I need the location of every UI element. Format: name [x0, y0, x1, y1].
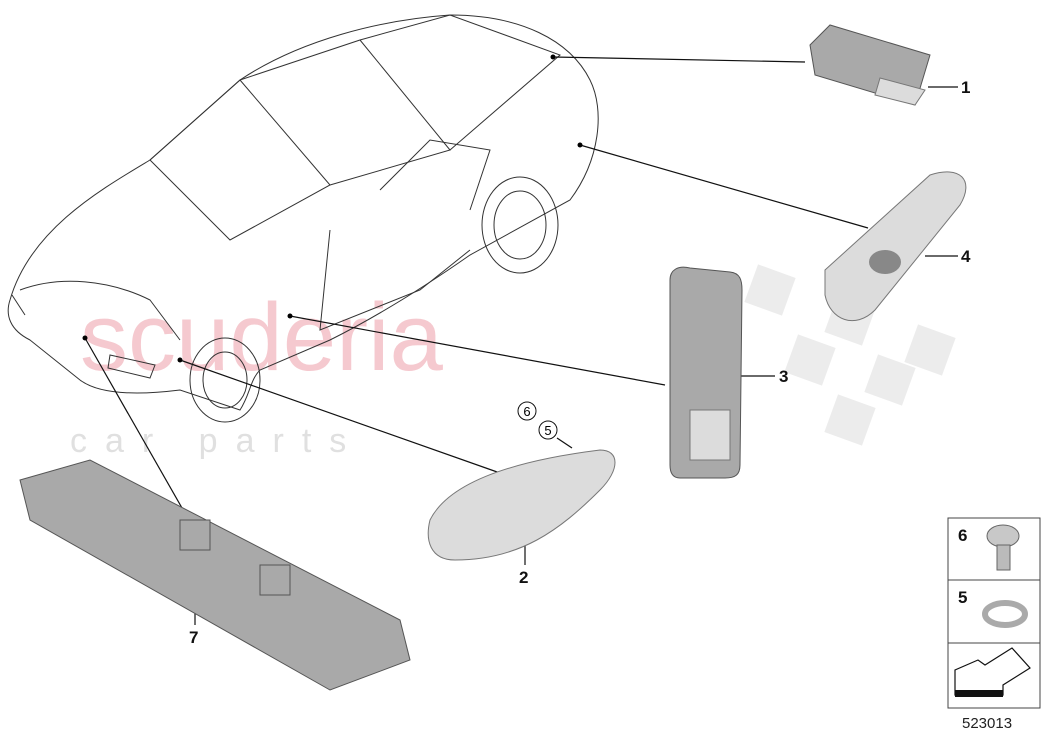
legend-number-5: 5 — [958, 588, 967, 607]
arrow-left-down-icon — [954, 647, 1031, 697]
callout-3: 3 — [779, 367, 788, 386]
callout-1: 1 — [961, 78, 970, 97]
watermark-sub: car parts — [70, 422, 364, 460]
watermark-brand: scuderia — [80, 284, 443, 391]
part-2-side-marker-light — [427, 449, 616, 561]
car-outline — [7, 14, 599, 423]
washer-icon — [982, 600, 1028, 628]
part-1-licence-plate-light — [809, 24, 931, 106]
legend-number-6: 6 — [958, 526, 967, 545]
part-4-boot-light — [824, 171, 967, 322]
callout-5: 5 — [544, 423, 551, 438]
diagram-code: 523013 — [962, 715, 1012, 732]
callout-4: 4 — [961, 247, 971, 266]
part-3-door-entry-light — [669, 266, 743, 479]
callout-2: 2 — [519, 568, 528, 587]
leader-lines — [82, 54, 958, 625]
hardware-legend: 6 5 — [947, 517, 1041, 709]
callout-6: 6 — [523, 404, 530, 419]
torx-screw-icon — [986, 524, 1020, 571]
watermark: scuderia car parts — [70, 264, 956, 460]
callout-7: 7 — [189, 628, 198, 647]
part-7-grille-light-strip — [19, 459, 411, 691]
